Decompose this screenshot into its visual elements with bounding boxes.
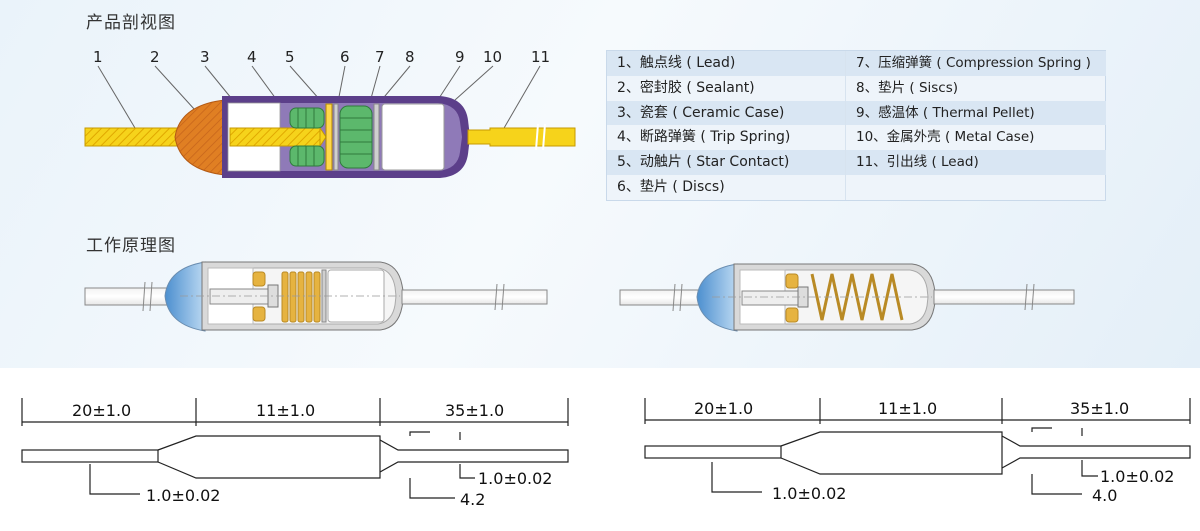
callout-number: 3 [200, 48, 210, 66]
legend-item: 6、垫片 ( Discs) [617, 178, 725, 195]
dim-body-diameter: 4.0 [1092, 486, 1117, 505]
legend-item: 5、动触片 ( Star Contact) [607, 150, 845, 175]
dimension-drawing-right [644, 398, 1191, 495]
disc [333, 103, 339, 171]
lead-wire-right [467, 127, 576, 147]
disc-2 [373, 103, 380, 171]
callout-number: 2 [150, 48, 160, 66]
dim-lead-diameter: 1.0±0.02 [772, 484, 846, 503]
sealant [164, 261, 206, 332]
lead-core [209, 288, 273, 305]
dim-out-diameter: 1.0±0.02 [1100, 467, 1174, 486]
callout-number: 5 [285, 48, 295, 66]
dimension-labels-right: 20±1.0 11±1.0 35±1.0 1.0±0.02 1.0±0.02 4… [694, 399, 1174, 505]
break-mark [535, 123, 539, 151]
trip-spring [289, 107, 325, 167]
legend-item: 7、压缩弹簧 ( Compression Spring ) [846, 51, 1106, 76]
legend-item: 9、感温体 ( Thermal Pellet) [846, 100, 1106, 126]
break-mark [542, 123, 546, 151]
title-working-principle: 工作原理图 [86, 236, 176, 256]
legend-item: 2、密封胶 ( Sealant) [617, 79, 755, 96]
sealant [174, 99, 226, 176]
dimension-labels-left: 20±1.0 11±1.0 35±1.0 1.0±0.02 1.0±0.02 4… [72, 401, 552, 509]
dim-lead-diameter: 1.0±0.02 [146, 486, 220, 505]
dimension-drawing-left [21, 398, 569, 499]
principle-diagram-open [619, 263, 1075, 332]
dim-out-length: 35±1.0 [1070, 399, 1129, 418]
legend-item: 8、垫片 ( Siscs) [856, 79, 959, 96]
legend-item: 10、金属外壳 ( Metal Case) [856, 129, 1035, 146]
thermal-pellet [381, 103, 445, 171]
trip-spring [785, 307, 799, 323]
lead-wire-right [401, 289, 548, 305]
dim-body-length: 11±1.0 [256, 401, 315, 420]
legend-item: 4、断路弹簧 ( Trip Spring) [617, 129, 791, 146]
callout-number: 8 [405, 48, 415, 66]
legend-item: 3、瓷套 ( Ceramic Case) [607, 100, 845, 126]
lead-core [741, 290, 803, 306]
cross-section-diagram: 1 2 3 4 5 6 7 8 9 10 11 [84, 48, 576, 178]
trip-spring [785, 273, 799, 289]
parts-legend: 1、触点线 ( Lead) 2、密封胶 ( Sealant) 3、瓷套 ( Ce… [606, 50, 1106, 201]
callout-numbers: 1 2 3 4 5 6 7 8 9 10 11 [93, 48, 550, 66]
dim-body-diameter: 4.2 [460, 490, 485, 509]
springs [252, 271, 321, 323]
callout-number: 4 [247, 48, 257, 66]
callout-number: 9 [455, 48, 465, 66]
dim-out-diameter: 1.0±0.02 [478, 469, 552, 488]
dim-lead-length: 20±1.0 [72, 401, 131, 420]
lead-wire-right [933, 289, 1075, 305]
dim-lead-length: 20±1.0 [694, 399, 753, 418]
star-contact [325, 103, 333, 171]
legend-column-right: 7、压缩弹簧 ( Compression Spring ) 8、垫片 ( Sis… [845, 51, 1106, 200]
dim-out-length: 35±1.0 [445, 401, 504, 420]
legend-item: 1、触点线 ( Lead) [607, 51, 845, 76]
title-cross-section: 产品剖视图 [86, 13, 176, 33]
callout-number: 7 [375, 48, 385, 66]
lead-core [229, 127, 321, 147]
lead-tip [319, 126, 327, 148]
sealant [696, 263, 738, 332]
callout-number: 10 [483, 48, 502, 66]
callout-number: 11 [531, 48, 550, 66]
legend-column-left: 1、触点线 ( Lead) 2、密封胶 ( Sealant) 3、瓷套 ( Ce… [607, 51, 845, 200]
principle-diagram-closed [84, 261, 548, 332]
dim-body-length: 11±1.0 [878, 399, 937, 418]
legend-item: 11、引出线 ( Lead) [846, 150, 1106, 175]
callout-number: 6 [340, 48, 350, 66]
compression-spring [339, 105, 373, 169]
callout-number: 1 [93, 48, 103, 66]
